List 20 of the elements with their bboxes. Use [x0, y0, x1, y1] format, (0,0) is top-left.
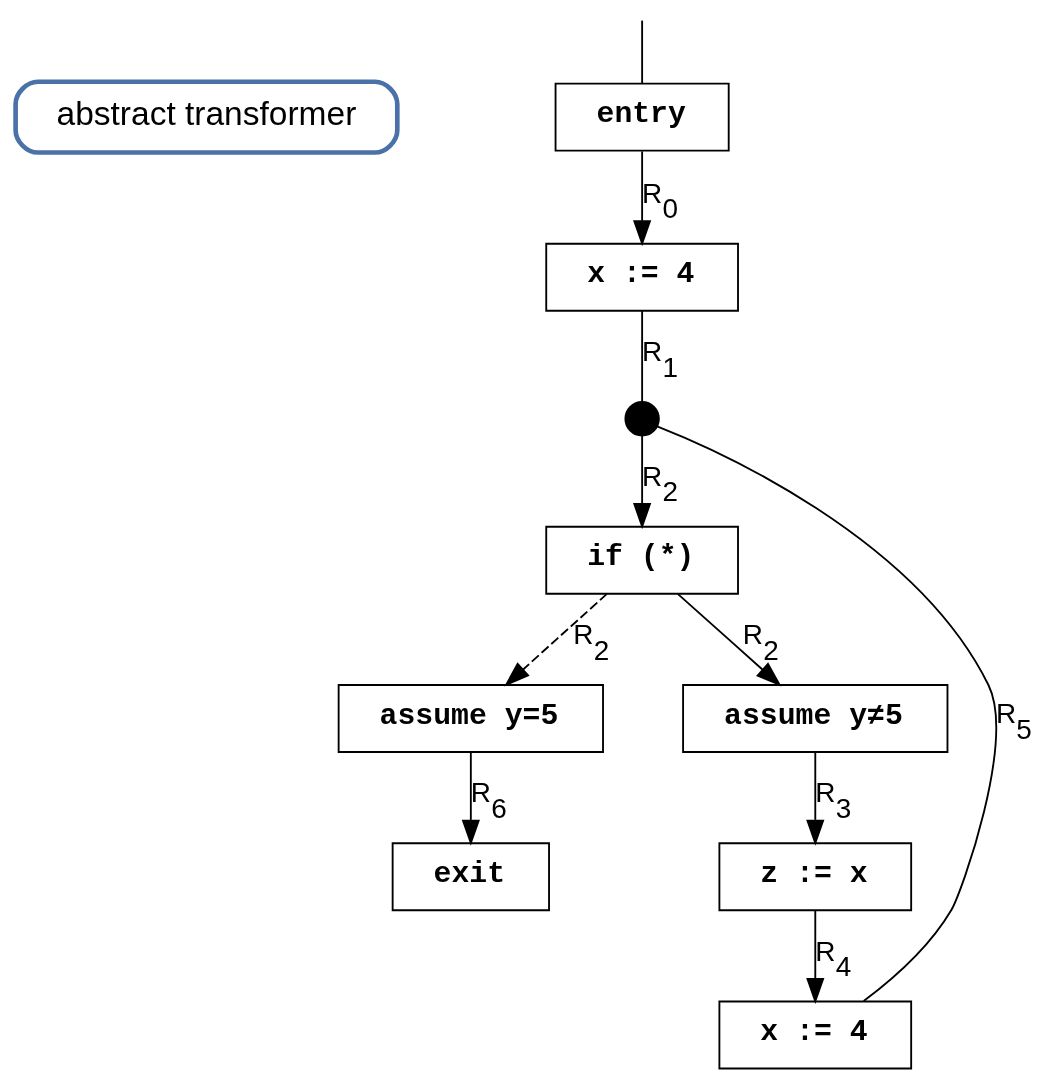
- arrow: [633, 149, 652, 246]
- node-box: x := 4: [545, 242, 739, 312]
- node-box: x := 4: [718, 1000, 913, 1069]
- node-box: assume y=5: [337, 683, 604, 753]
- node-box: entry: [554, 82, 730, 152]
- arrow: [806, 750, 825, 846]
- node-box: assume y≠5: [682, 683, 949, 753]
- node-circle: [624, 400, 660, 436]
- arrow: [504, 592, 608, 687]
- arrow: [677, 592, 782, 687]
- arrow: [461, 750, 480, 846]
- node-box: z := x: [718, 841, 913, 911]
- node-box: if (*): [545, 525, 739, 595]
- node-box: exit: [391, 841, 550, 911]
- node-box: abstract transformer: [13, 78, 400, 155]
- connector: [656, 424, 997, 1002]
- connector: [641, 19, 644, 84]
- arrow: [633, 434, 652, 529]
- arrow: [806, 909, 825, 1004]
- connector: [641, 309, 644, 402]
